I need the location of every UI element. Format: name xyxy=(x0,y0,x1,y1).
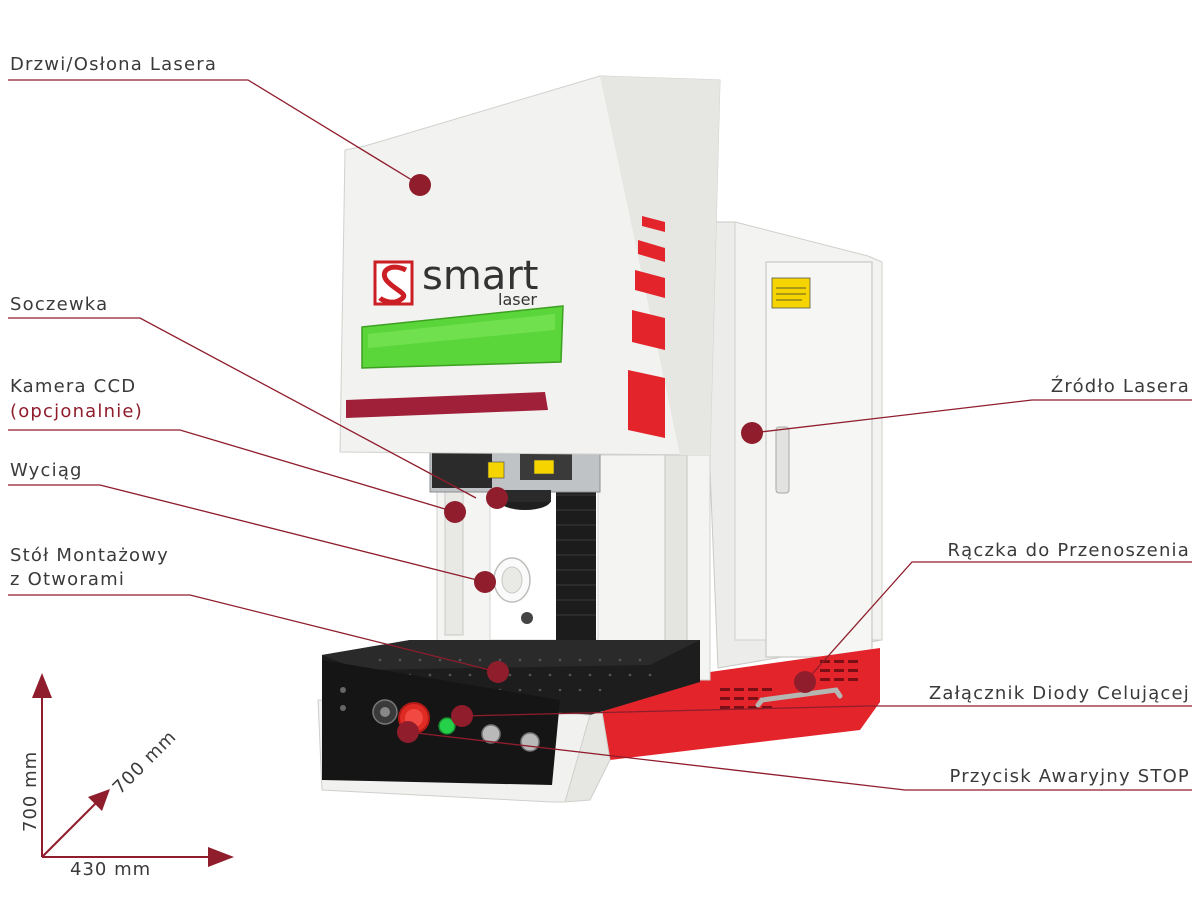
start-button xyxy=(438,717,456,735)
logo-brand: smart xyxy=(422,253,538,299)
smart-laser-logo: smart laser xyxy=(373,253,538,309)
panel-knob-1 xyxy=(481,724,501,744)
door-handle-bar xyxy=(346,392,548,418)
door-red-stripes xyxy=(628,216,665,438)
adjust-knob xyxy=(521,612,533,624)
base-vents xyxy=(720,660,858,709)
door-latch xyxy=(775,426,790,494)
label-source: Źródło Lasera xyxy=(1050,376,1190,397)
dim-height-label: 700 mm xyxy=(20,751,41,832)
ccd-camera xyxy=(432,452,492,488)
label-lens: Soczewka xyxy=(10,294,109,315)
label-door: Drzwi/Osłona Lasera xyxy=(10,54,218,75)
label-diode: Załącznik Diody Celującej xyxy=(928,683,1190,704)
label-table-line1: Stół Montażowy xyxy=(10,545,170,566)
bellows xyxy=(556,480,596,640)
label-exhaust: Wyciąg xyxy=(10,460,83,481)
dot-exhaust xyxy=(474,571,496,593)
dot-source xyxy=(741,422,763,444)
dim-width-label: 430 mm xyxy=(70,859,151,880)
label-ccd-note: (opcjonalnie) xyxy=(10,401,143,423)
label-table-line2: z Otworami xyxy=(10,569,126,590)
dimension-arrows: 700 mm 700 mm 430 mm xyxy=(20,673,234,880)
dot-handle xyxy=(794,671,816,693)
logo-sub: laser xyxy=(498,290,537,309)
label-ccd: Kamera CCD xyxy=(10,376,137,397)
dot-door xyxy=(409,174,431,196)
dim-depth-label: 700 mm xyxy=(109,726,181,798)
panel-knob-2 xyxy=(520,732,540,752)
dot-stop xyxy=(397,721,419,743)
callout-dots xyxy=(397,174,816,743)
carry-handle xyxy=(755,687,843,708)
dot-ccd xyxy=(444,501,466,523)
label-stop: Przycisk Awaryjny STOP xyxy=(949,766,1190,787)
label-handle: Rączka do Przenoszenia xyxy=(947,540,1190,561)
dot-lens xyxy=(486,487,508,509)
leader-lines xyxy=(8,79,1192,791)
warning-sticker xyxy=(771,277,811,309)
label-ccd-optional: (opcjonalnie) xyxy=(10,401,143,422)
dot-diode xyxy=(451,705,473,727)
dot-table xyxy=(487,661,509,683)
